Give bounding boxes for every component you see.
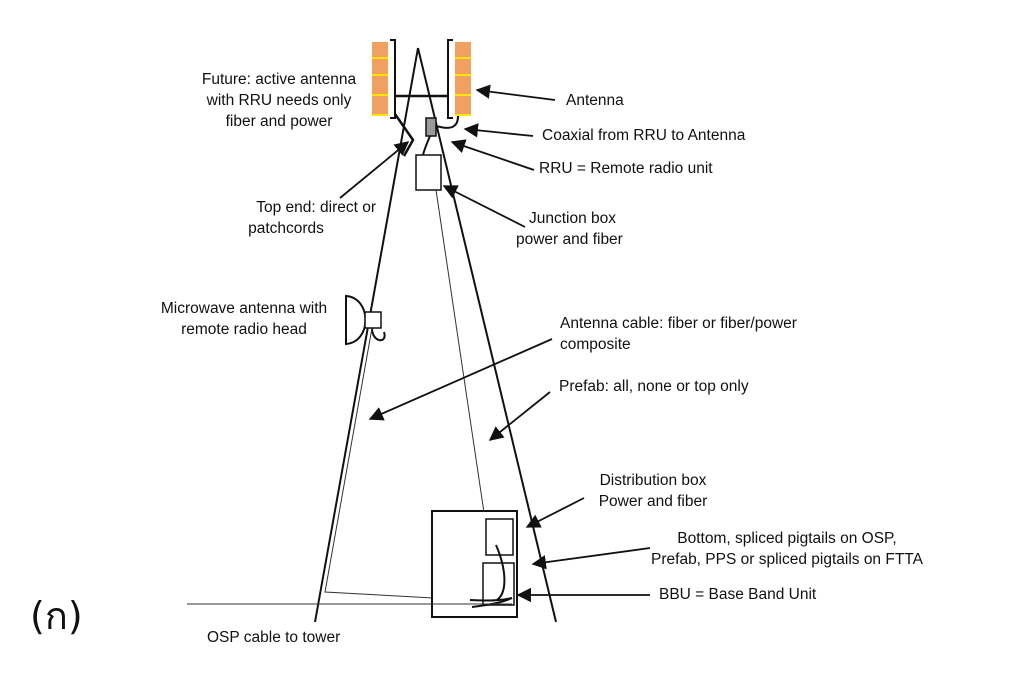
antenna-right-panel — [447, 39, 471, 119]
arrow-prefab — [488, 391, 551, 441]
arrow-coaxial — [463, 123, 534, 138]
label-distribution-box: Distribution box Power and fiber — [598, 472, 708, 510]
distribution-box — [485, 518, 514, 556]
bbu-pigtails — [495, 544, 506, 601]
label-future: Future: active antenna with RRU needs on… — [201, 71, 357, 130]
arrow-top-end — [339, 141, 410, 199]
arrow-antenna — [475, 84, 556, 101]
annotation-arrows — [339, 84, 651, 603]
arrow-bottom — [531, 547, 651, 570]
label-prefab: Prefab: all, none or top only — [559, 378, 749, 395]
label-antenna: Antenna — [566, 92, 624, 109]
label-coaxial: Coaxial from RRU to Antenna — [542, 127, 746, 144]
arrow-junction-box — [442, 185, 526, 228]
coaxial-cable — [435, 115, 459, 129]
label-bottom: Bottom, spliced pigtails on OSP, Prefab,… — [651, 530, 923, 568]
figure-label: (ก) — [30, 594, 83, 638]
label-junction-box: Junction box power and fiber — [516, 210, 623, 248]
rru-unit — [425, 117, 437, 137]
arrow-antenna-cable — [368, 338, 553, 421]
label-rru: RRU = Remote radio unit — [539, 160, 713, 177]
label-top-end: Top end: direct or patchcords — [248, 199, 376, 237]
antenna-cable-left — [324, 327, 471, 601]
antenna-left-panel — [372, 39, 396, 119]
junction-box — [415, 154, 442, 191]
label-bbu: BBU = Base Band Unit — [659, 586, 817, 603]
microwave-dish — [345, 294, 386, 346]
label-microwave: Microwave antenna with remote radio head — [160, 300, 328, 338]
arrow-distribution-box — [525, 497, 585, 528]
label-antenna-cable: Antenna cable: fiber or fiber/power comp… — [560, 315, 797, 353]
arrow-rru — [450, 139, 535, 171]
label-osp: OSP cable to tower — [207, 629, 341, 646]
